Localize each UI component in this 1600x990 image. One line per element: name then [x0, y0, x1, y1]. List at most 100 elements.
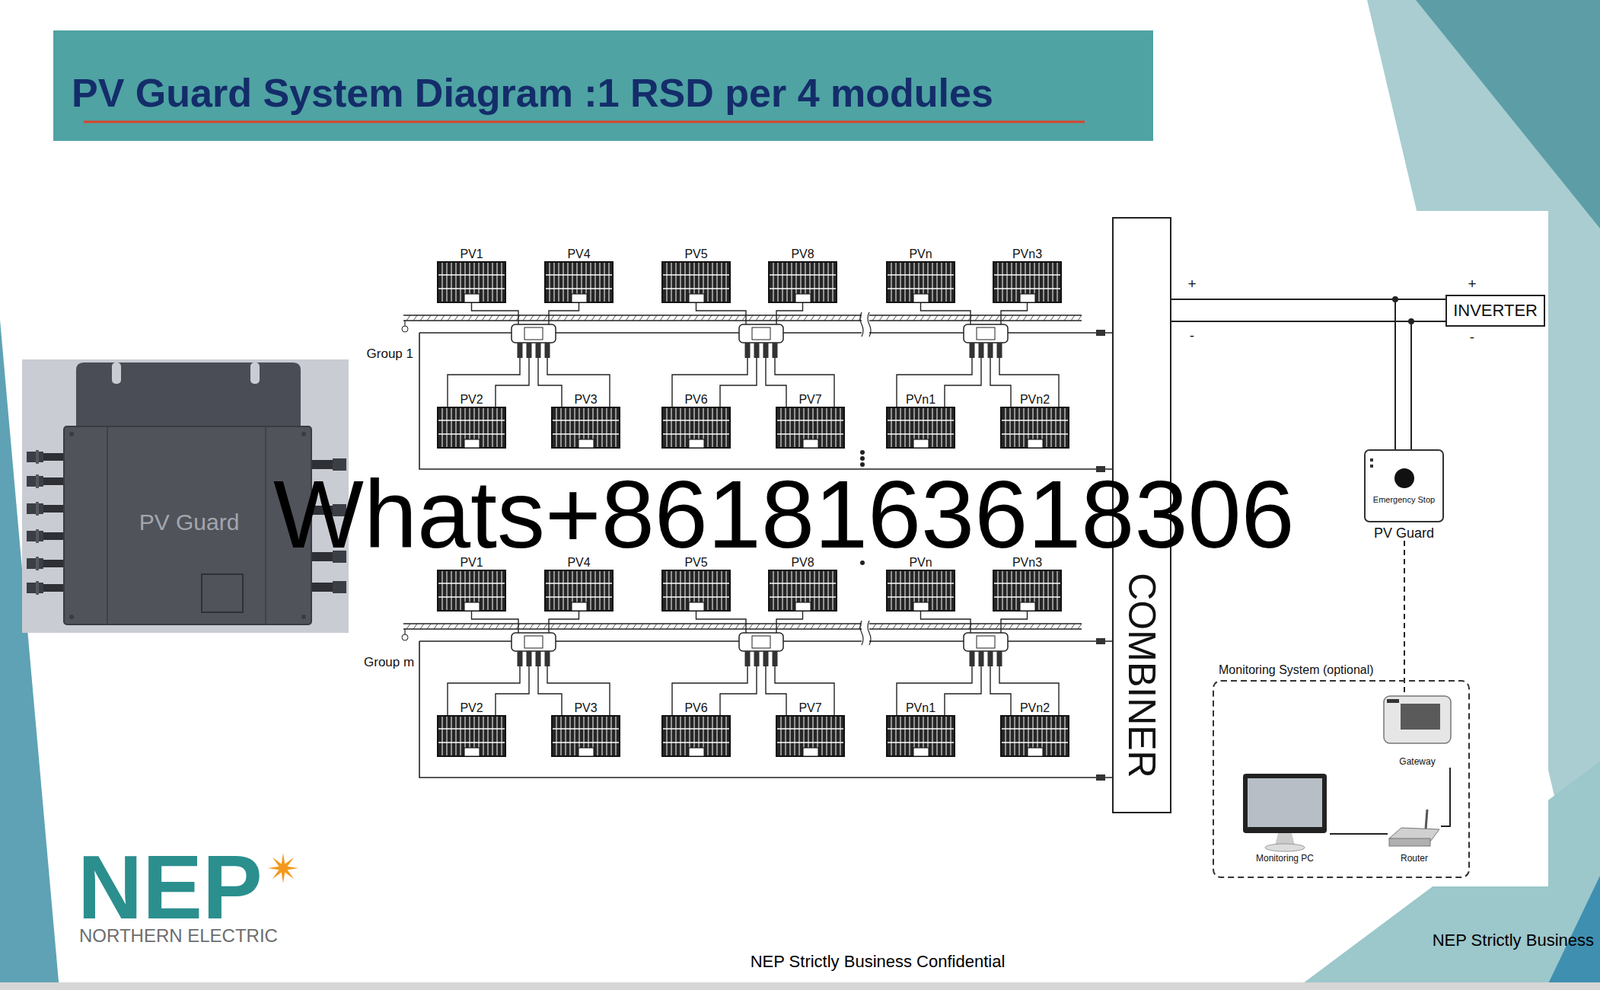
junction-box	[688, 293, 705, 303]
cell-line	[777, 433, 844, 435]
cell-line	[685, 570, 686, 610]
ground-symbol	[404, 320, 405, 326]
rail-hatch	[611, 623, 616, 629]
rail-hatch	[427, 315, 431, 321]
cell-line	[685, 407, 686, 447]
string-cable	[783, 640, 964, 642]
cell-line	[777, 419, 844, 421]
cell-line	[545, 582, 612, 584]
rail-hatch	[447, 315, 452, 321]
rsd-unit	[976, 635, 995, 648]
rsd-connector	[517, 650, 523, 667]
rail-hatch	[591, 623, 596, 629]
rail-hatch	[488, 315, 493, 321]
cell-line	[822, 407, 823, 447]
rail-hatch	[975, 623, 979, 629]
rail-hatch	[598, 623, 603, 629]
cell-line	[1001, 419, 1068, 421]
module-label: PVn3	[992, 556, 1062, 569]
cell-line	[891, 716, 893, 756]
cell-line	[685, 262, 686, 302]
module-label: PV8	[768, 248, 838, 261]
rail-hatch	[598, 315, 603, 321]
junction-box	[1027, 747, 1043, 756]
cell-line	[791, 570, 793, 610]
cell-line	[887, 287, 954, 290]
cell-line	[826, 716, 828, 756]
rail-hatch	[1002, 623, 1007, 629]
module-frame	[993, 570, 1062, 611]
cell-line	[994, 582, 1061, 584]
cell-line	[545, 287, 612, 290]
cable-connector	[43, 477, 64, 485]
body-seam	[264, 426, 267, 625]
polarity-mark: -	[1184, 327, 1200, 345]
rail-hatch	[1050, 315, 1055, 321]
cell-line	[932, 407, 934, 447]
cell-line	[560, 407, 562, 447]
return-cable	[419, 640, 1113, 778]
rail-hatch	[611, 315, 616, 321]
mounting-flange	[76, 362, 301, 429]
module-label: PV3	[551, 701, 621, 714]
cell-line	[563, 570, 565, 610]
cell-line	[828, 570, 829, 610]
module-frame	[993, 261, 1062, 303]
rsd-connector	[772, 342, 778, 358]
cell-line	[497, 570, 498, 610]
device-caption: Gateway	[1377, 755, 1457, 768]
cell-line	[887, 433, 954, 435]
module-label: PV7	[775, 701, 845, 714]
cell-line	[497, 716, 498, 756]
cell-line	[790, 716, 791, 756]
module-cable	[776, 611, 804, 633]
pv-module: PVn2	[1000, 701, 1070, 757]
cell-line	[662, 741, 730, 743]
rail-hatch	[413, 315, 418, 321]
label-holder: +	[1464, 275, 1480, 293]
cell-line	[597, 407, 599, 447]
module-label: PVn	[886, 556, 956, 569]
rsd-connector	[745, 342, 751, 358]
module-label: PV4	[544, 556, 614, 569]
junction-box	[464, 439, 480, 448]
rail-hatch	[625, 315, 630, 321]
cell-line	[777, 727, 844, 730]
rsd-connector	[969, 650, 976, 667]
pv-guard-unit: Emergency StopPV Guard	[1364, 449, 1444, 541]
cell-line	[487, 262, 489, 302]
rail-hatch	[1016, 623, 1020, 629]
cell-line	[451, 716, 453, 756]
cell-line	[1043, 262, 1045, 302]
rail-hatch	[1029, 315, 1034, 321]
module-cable	[720, 666, 757, 715]
gateway-screen	[1400, 703, 1441, 730]
module-label: PV7	[775, 393, 845, 406]
cell-line	[721, 570, 723, 610]
module-cable	[495, 357, 530, 407]
cell-line	[455, 716, 457, 756]
device-caption: Router	[1387, 852, 1441, 864]
cell-line	[438, 274, 505, 276]
rail-hatch	[920, 623, 925, 629]
cell-line	[831, 716, 832, 756]
module-cable	[696, 611, 747, 633]
cell-line	[819, 262, 820, 302]
cell-line	[599, 570, 601, 610]
rsd-connector	[517, 342, 523, 358]
label-holder: NORTHERN ELECTRIC	[79, 925, 278, 946]
module-frame	[768, 570, 837, 611]
rail-hatch	[577, 315, 582, 321]
cell-line	[950, 716, 952, 756]
rsd-unit	[739, 632, 784, 651]
rail-hatch	[762, 623, 767, 629]
cell-line	[1010, 407, 1011, 447]
rsd-connector	[988, 650, 994, 667]
pv-module: PV7	[775, 701, 845, 757]
cell-line	[712, 570, 714, 610]
junction-box	[688, 747, 705, 756]
cell-line	[1014, 407, 1016, 447]
cell-line	[707, 570, 709, 610]
module-frame	[662, 261, 730, 303]
gateway-device: Gateway	[1377, 691, 1457, 768]
